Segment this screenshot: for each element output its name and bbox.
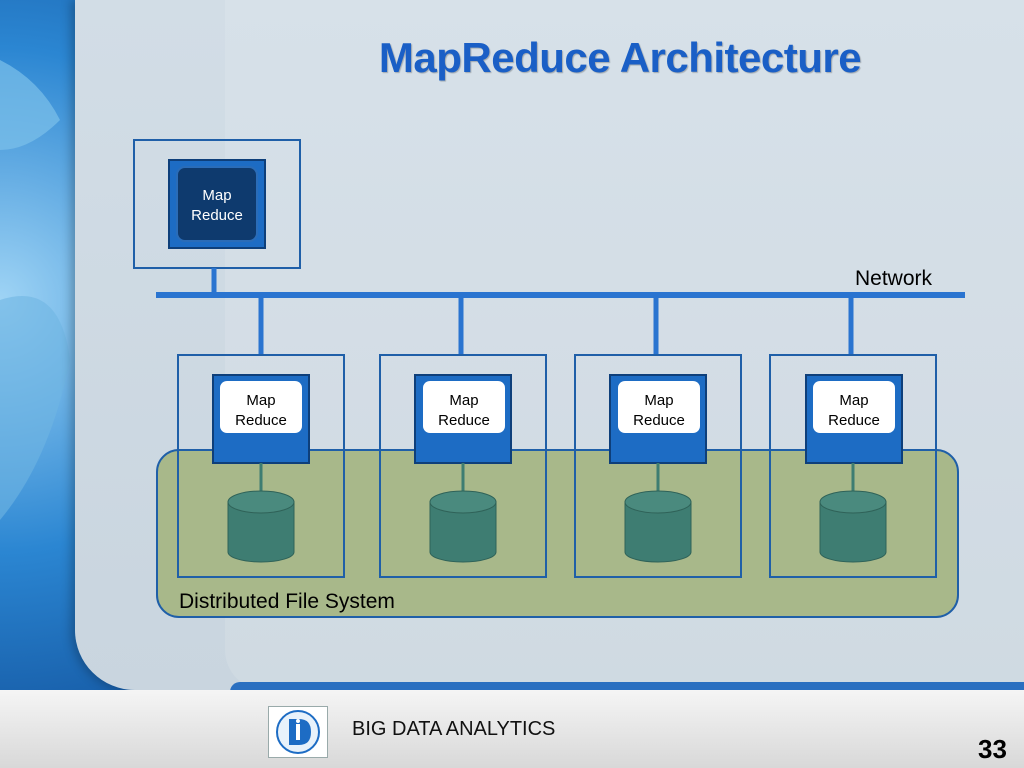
university-logo-icon xyxy=(268,706,328,758)
slide-title: MapReduce Architecture xyxy=(378,34,862,81)
master-node-inner xyxy=(176,166,258,242)
page-number: 33 xyxy=(978,734,1007,764)
worker-node-line2: Reduce xyxy=(828,412,880,429)
worker-node-4 xyxy=(769,295,937,578)
worker-node-3-label: Map Reduce xyxy=(618,391,700,431)
worker-node-4-label: Map Reduce xyxy=(813,391,895,431)
worker-node-3 xyxy=(574,295,742,578)
worker-node-line1: Map xyxy=(449,392,479,409)
worker-node-2-label: Map Reduce xyxy=(423,391,505,431)
worker-node-line1: Map xyxy=(839,392,869,409)
worker-node-line2: Reduce xyxy=(438,412,490,429)
dfs-label: Distributed File System xyxy=(179,590,395,613)
master-node-line2: Reduce xyxy=(191,207,243,224)
worker-node-line2: Reduce xyxy=(633,412,685,429)
worker-node-1 xyxy=(177,295,345,578)
course-title: BIG DATA ANALYTICS xyxy=(352,718,556,740)
dfs-region xyxy=(156,449,959,618)
worker-node-line1: Map xyxy=(246,392,276,409)
worker-node-line2: Reduce xyxy=(235,412,287,429)
master-node-label: Map Reduce xyxy=(177,186,257,226)
master-node-frame xyxy=(133,139,301,269)
footer-accent-line xyxy=(230,682,1024,692)
worker-node-2 xyxy=(379,295,547,578)
worker-node-1-label: Map Reduce xyxy=(220,391,302,431)
master-node-line1: Map xyxy=(202,187,232,204)
network-label: Network xyxy=(855,267,933,290)
worker-node-line1: Map xyxy=(644,392,674,409)
footer-bar xyxy=(0,690,1024,768)
